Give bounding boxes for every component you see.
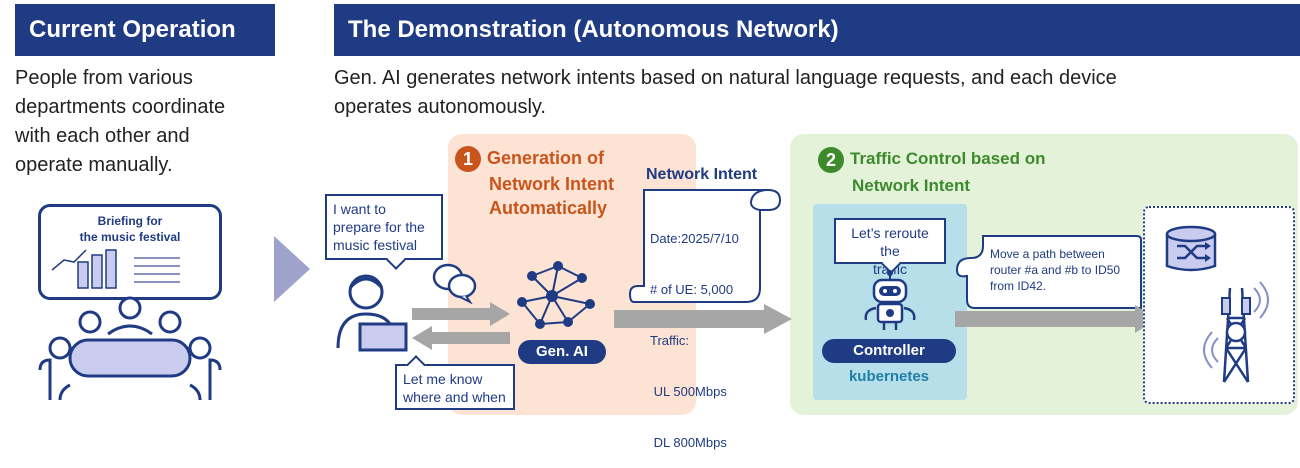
demonstration-header: The Demonstration (Autonomous Network) xyxy=(334,4,1300,56)
board-text-lines xyxy=(134,257,180,283)
user-icon xyxy=(336,274,408,352)
description-line: departments coordinate xyxy=(15,96,226,118)
step1-title: 1 Generation of Network Intent Automatica… xyxy=(455,146,645,220)
step2-title-line: Network Intent xyxy=(852,175,971,195)
kubernetes-label: kubernetes xyxy=(848,368,930,385)
cell-tower-icon xyxy=(1203,281,1269,383)
demonstration-description: Gen. AI generates network intents based … xyxy=(334,64,1294,122)
description-line: People from various xyxy=(15,67,193,89)
command-scroll-shape xyxy=(955,235,1142,309)
step1-number-badge: 1 xyxy=(455,146,481,173)
step2-title-line: Traffic Control based on xyxy=(850,149,1046,168)
controller-label: Controller xyxy=(822,339,956,363)
step1-title-line: Network Intent xyxy=(489,174,615,195)
description-line: operate manually. xyxy=(15,154,173,176)
reply-arrow-left xyxy=(412,326,510,350)
description-line: with each other and xyxy=(15,125,190,147)
step1-title-line: Automatically xyxy=(489,198,608,219)
neural-network-icon xyxy=(517,261,595,329)
router-icon xyxy=(1165,225,1217,272)
command-content: Move a path between router #a and #b to … xyxy=(990,247,1121,293)
chevron-right-icon xyxy=(274,236,310,302)
board-title: Briefing for the music festival xyxy=(79,214,181,244)
intent-scroll-shape xyxy=(628,189,782,303)
meeting-icon xyxy=(38,249,222,401)
step2-title: 2 Traffic Control based on Network Intent xyxy=(818,146,1118,199)
reply-bubble: Let me know where and when xyxy=(395,355,515,410)
controller-bubble: Let’s reroute the traffic xyxy=(834,218,946,277)
flow-arrow-step1-to-step2 xyxy=(614,304,792,334)
request-arrow-right xyxy=(412,302,510,326)
current-operation-header: Current Operation xyxy=(15,4,275,56)
description-line: operates autonomously. xyxy=(334,96,546,118)
chat-icon xyxy=(432,263,477,304)
description-line: Gen. AI generates network intents based … xyxy=(334,67,1117,89)
step1-title-line: Generation of xyxy=(487,148,605,168)
robot-icon xyxy=(864,270,916,330)
briefing-board: Briefing for the music festival xyxy=(38,204,222,300)
network-intent-title: Network Intent xyxy=(646,166,758,183)
flow-arrow-controller-to-devices xyxy=(955,305,1157,333)
user-request-bubble: I want to prepare for the music festival xyxy=(325,194,443,270)
gen-ai-label: Gen. AI xyxy=(518,340,606,364)
board-bar-chart xyxy=(77,249,117,289)
briefing-illustration: Briefing for the music festival xyxy=(30,200,230,412)
step2-number-badge: 2 xyxy=(818,146,844,173)
current-operation-description: People from various departments coordina… xyxy=(15,64,275,180)
